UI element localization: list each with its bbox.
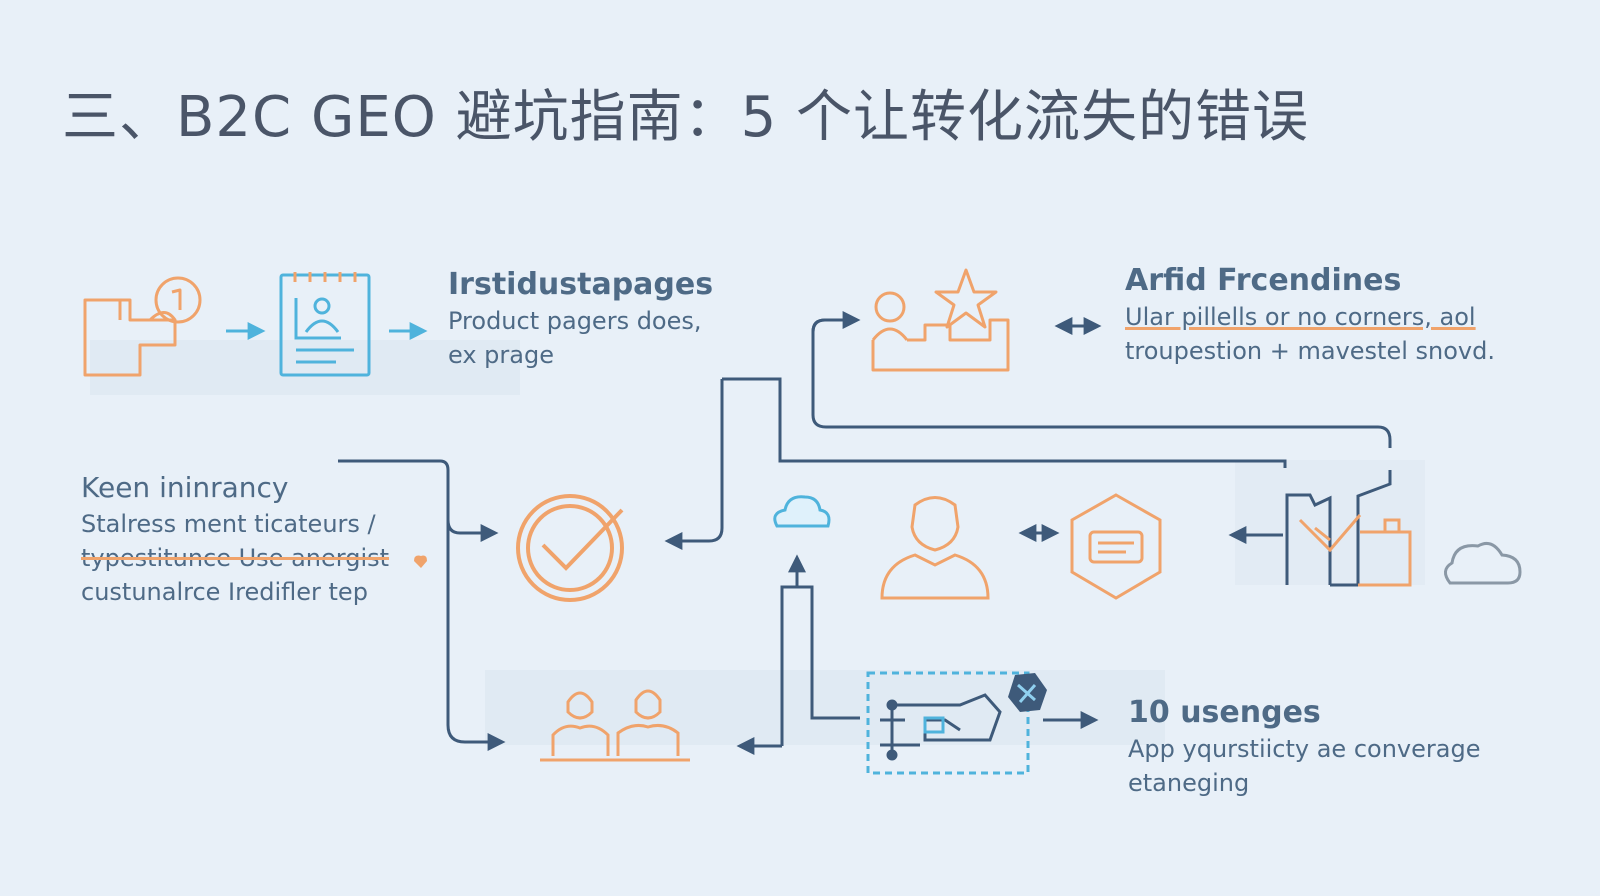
block-mid-left: Keen ininrancy Stalress ment ticateurs /…: [81, 469, 389, 609]
block-bottom-right-line-1: App yqurstiicty ae converage: [1128, 735, 1481, 763]
block-bottom-right: 10 usenges App yqurstiicty ae converage …: [1128, 694, 1480, 800]
block-top-right-heading: Arfid Frcendines: [1125, 263, 1402, 298]
two-people-icon: [540, 689, 690, 762]
connector-star-in: [811, 311, 861, 333]
connector-bottom-center: [780, 585, 860, 746]
block-top-left-heading: Irstidustapages: [448, 267, 714, 302]
circuit-board-icon: [866, 671, 1030, 775]
document-portrait-icon: [279, 272, 371, 377]
block-mid-left-line-1: Stalress ment ticateurs /: [81, 510, 376, 538]
cloud-icon: [773, 495, 831, 528]
gray-cloud-icon: [1444, 542, 1522, 585]
chart-stack-icon: [1285, 470, 1412, 587]
page-title: 三、B2C GEO 避坑指南：5 个让转化流失的错误: [62, 85, 1310, 150]
open-box-badge-icon: [83, 276, 202, 377]
connector-check-up: [664, 379, 724, 550]
block-top-left-line-2: ex prage: [448, 341, 554, 369]
block-bottom-right-heading: 10 usenges: [1128, 695, 1321, 730]
orange-heart-icon: [414, 555, 427, 568]
block-top-right: Arfid Frcendines Ular pillells or no cor…: [1125, 262, 1495, 368]
hexagon-chat-icon: [1070, 493, 1162, 600]
bg-band-bottom: [485, 670, 1165, 745]
block-mid-left-line-2: typestitunce Use anergist: [81, 544, 390, 572]
person-star-podium-icon: [871, 268, 1010, 372]
block-top-left-line-1: Product pagers does,: [448, 307, 702, 335]
block-top-left: Irstidustapages Product pagers does, ex …: [448, 266, 713, 372]
block-mid-left-line-3: custunalrce Iredifler tep: [81, 578, 368, 606]
person-icon: [880, 496, 990, 600]
connector-left-bottom: [446, 520, 506, 751]
block-mid-left-heading: Keen ininrancy: [81, 471, 289, 504]
block-bottom-right-line-2: etaneging: [1128, 769, 1250, 797]
block-top-right-line-2: troupestion + mavestel snovd.: [1125, 337, 1495, 365]
block-top-right-line-1: Ular pillells or no corners, aol: [1125, 303, 1476, 331]
dark-badge-icon: [1008, 673, 1047, 712]
connector-top-long: [722, 377, 1287, 468]
connector-left-top: [338, 459, 499, 542]
checkmark-circle-icon: [516, 494, 624, 602]
